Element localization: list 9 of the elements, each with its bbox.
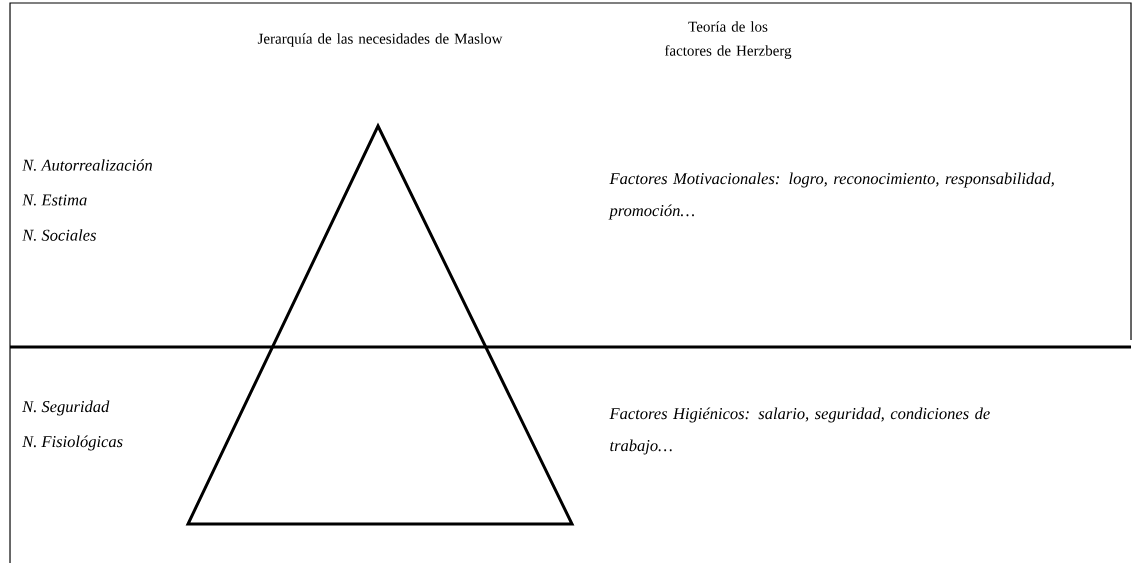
heading: Teoría de los factores de Herzberg (664, 21, 792, 59)
need-label: N. Fisiológicas (22, 435, 123, 451)
need-label: N. Sociales (22, 229, 96, 241)
heading: Jerarquía de las necesidades de Maslow (257, 33, 503, 47)
factor-description: Factores Motivacionales: logro, reconocimiento, responsabilidad, promoción… (608, 172, 1054, 220)
need-label: N. Estima (22, 194, 87, 206)
need-label: N. Autorrealización (22, 159, 152, 171)
factor-description: Factores Higiénicos: salario, seguridad, condiciones de trabajo… (609, 407, 990, 455)
need-label: N. Seguridad (22, 400, 110, 416)
